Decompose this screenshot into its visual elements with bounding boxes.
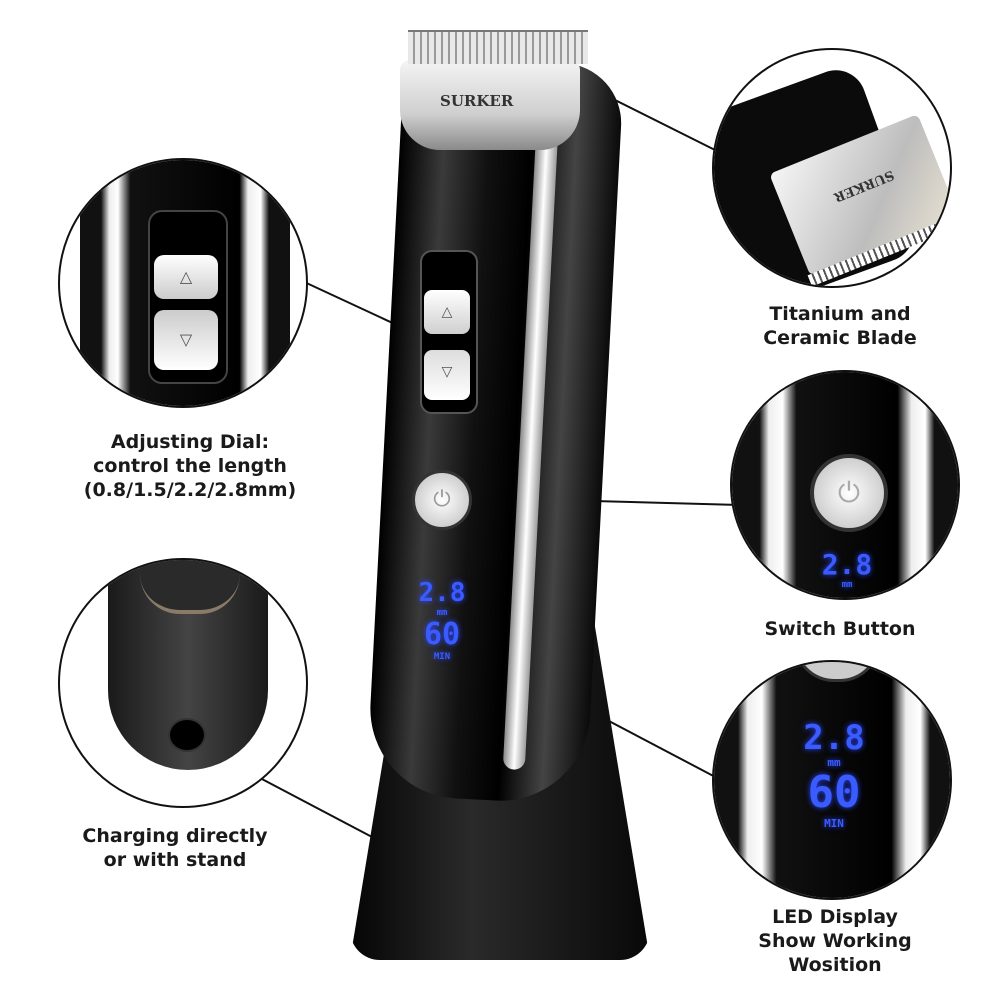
power-icon: ⏻ — [837, 476, 861, 509]
label-switch: Switch Button — [764, 618, 916, 640]
blade-teeth — [408, 30, 588, 64]
charging-detail-circle — [58, 558, 308, 808]
up-arrow-icon: △ — [179, 267, 193, 286]
led-lcd-length-unit: mm — [827, 756, 841, 769]
up-arrow-icon: △ — [441, 304, 453, 320]
lcd-display: 2.8 mm 60 MIN — [412, 578, 472, 662]
dial-down-button[interactable]: ▽ — [424, 350, 470, 400]
chrome-head — [400, 60, 580, 150]
led-detail-circle: 2.8 mm 60 MIN — [712, 660, 952, 900]
led-lcd-time: 60 — [807, 767, 861, 818]
switch-detail-power-button: ⏻ — [810, 454, 888, 532]
label-led: LED Display Show Working Wosition — [758, 906, 912, 976]
down-arrow-icon: ▽ — [441, 364, 453, 380]
blade-detail-circle: SURKER — [712, 48, 952, 288]
switch-lcd-unit: mm — [841, 580, 853, 590]
led-lcd-length: 2.8 — [803, 718, 865, 758]
down-arrow-icon: ▽ — [179, 330, 193, 349]
clipper-body — [365, 54, 625, 806]
dial-detail-circle: △ ▽ — [58, 158, 308, 408]
brand-logo: SURKER — [440, 92, 514, 110]
switch-detail-circle: ⏻ 2.8 mm — [730, 370, 960, 600]
dial-detail-up: △ — [154, 255, 218, 299]
charging-port-icon — [168, 718, 206, 752]
dial-detail-down: ▽ — [154, 310, 218, 370]
power-button[interactable]: ⏻ — [412, 470, 472, 530]
lcd-length-value: 2.8 — [418, 578, 466, 608]
switch-lcd-length: 2.8 — [821, 548, 873, 581]
lcd-time-value: 60 — [423, 617, 461, 652]
label-blade: Titanium and Ceramic Blade — [763, 303, 917, 349]
power-icon: ⏻ — [433, 487, 451, 512]
dial-up-button[interactable]: △ — [424, 290, 470, 334]
label-dial: Adjusting Dial: control the length (0.8/… — [83, 431, 297, 501]
led-lcd-time-unit: MIN — [824, 817, 844, 830]
lcd-time-unit: MIN — [433, 652, 451, 662]
label-charging: Charging directly or with stand — [82, 825, 268, 871]
lcd-length-unit: mm — [436, 608, 448, 618]
